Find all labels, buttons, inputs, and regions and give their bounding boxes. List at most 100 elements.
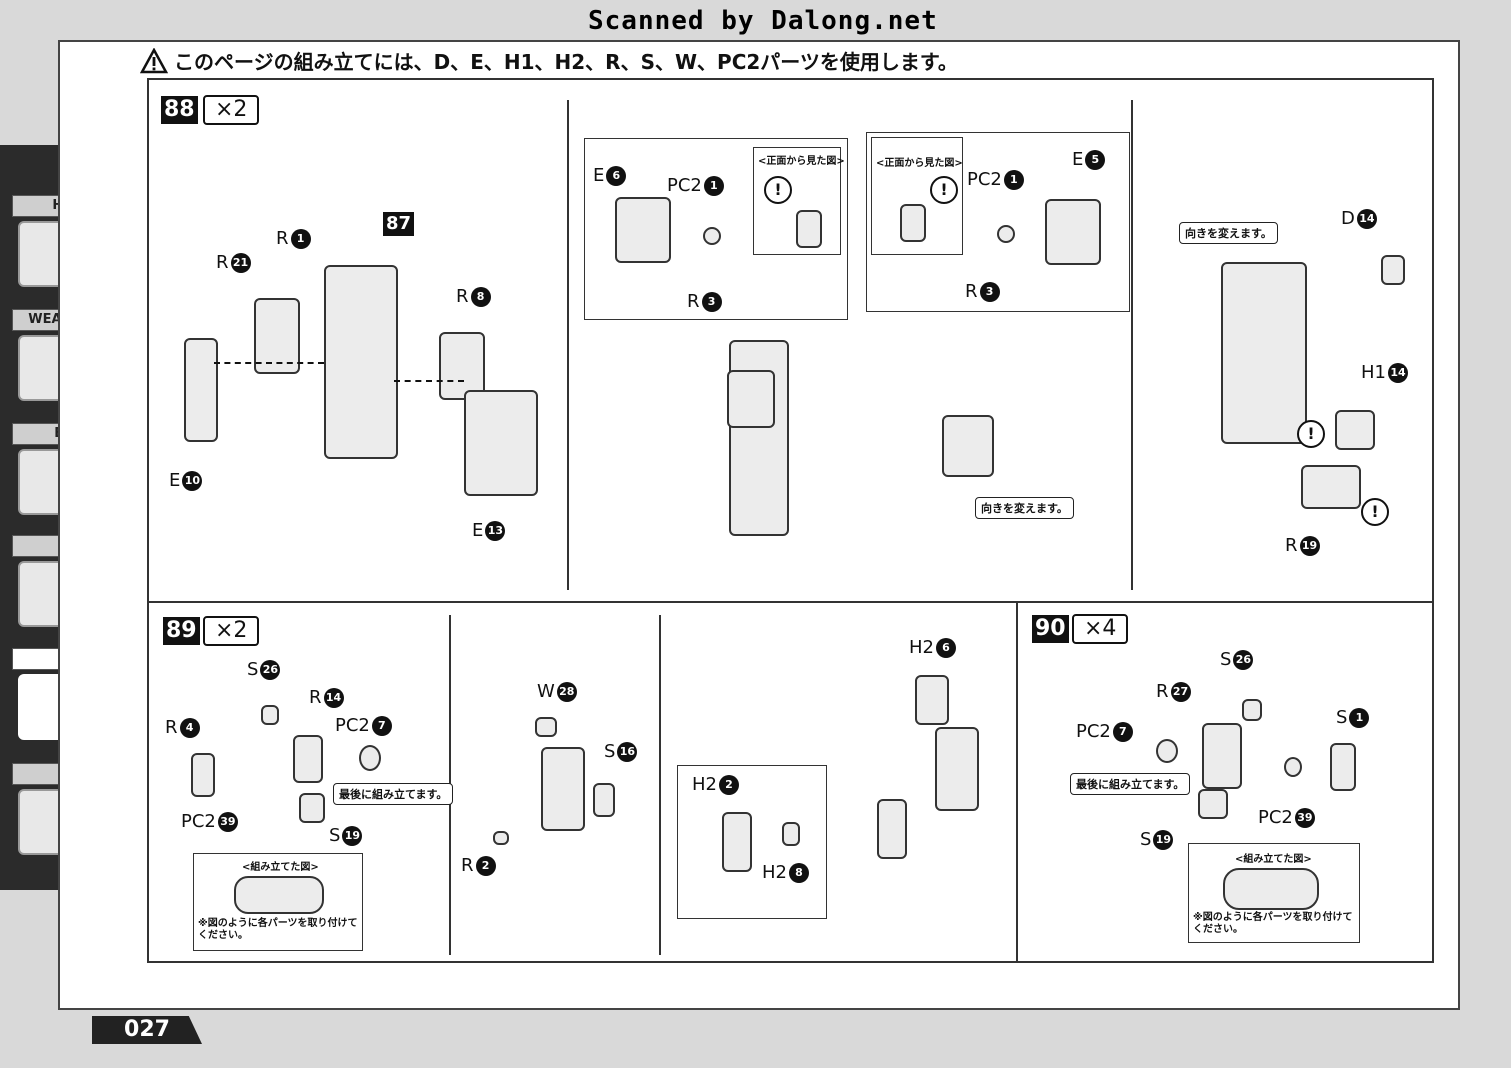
inset-title: <組み立てた図> (1235, 854, 1312, 865)
assembled-view-inset: <組み立てた図> ※図のように各パーツを取り付けてください。 (1188, 843, 1360, 943)
assembly-line (214, 362, 324, 364)
assembled-joint-part (1223, 868, 1319, 910)
peg-part (900, 204, 926, 242)
divider (659, 615, 661, 955)
arm-body-part (324, 265, 398, 459)
part-pc2-7 (359, 745, 381, 771)
front-view-inset: <正面から見た図> ! (871, 137, 963, 255)
arm-side-part (727, 370, 775, 428)
part-s19 (1198, 789, 1228, 819)
note-turn: 向きを変えます。 (1179, 222, 1278, 244)
step-quantity: ×2 (203, 95, 260, 125)
arm-side-part-right (942, 415, 994, 477)
caution-icon: ! (1361, 498, 1389, 526)
part-h2-6 (915, 675, 949, 725)
inset-title: <正面から見た図> (876, 158, 963, 169)
part-s19 (299, 793, 325, 823)
warning-icon (140, 47, 168, 73)
step-number: 90 (1032, 615, 1069, 643)
step-number: 89 (163, 617, 200, 645)
divider (567, 100, 569, 590)
part-d14 (1381, 255, 1405, 285)
part-r4 (191, 753, 215, 797)
front-view-inset: <正面から見た図> ! (753, 147, 845, 255)
part-e5 (1045, 199, 1101, 265)
watermark: Scanned by Dalong.net (588, 6, 938, 36)
part-r21 (254, 298, 300, 374)
part-pc2-7 (1156, 739, 1178, 763)
reference-step-badge: 87 (383, 212, 415, 236)
caption: ※図のように各パーツを取り付けてください。 (198, 918, 358, 941)
part-r2 (493, 831, 509, 845)
part-s26 (261, 705, 279, 725)
caution-icon: ! (1297, 420, 1325, 448)
header-text: このページの組み立てには、D、E、H1、H2、R、S、W、PC2パーツを使用しま… (174, 50, 958, 74)
step-number: 88 (161, 96, 198, 124)
part-e13 (464, 390, 538, 496)
page-number: 027 (92, 1016, 202, 1044)
part-r14 (293, 735, 323, 783)
divider (1131, 100, 1133, 590)
part-pc2-1 (997, 225, 1015, 243)
part-w28 (535, 717, 557, 737)
assembly-line (394, 380, 464, 382)
joint-part (541, 747, 585, 831)
step-quantity: ×4 (1072, 614, 1129, 644)
part-h2-2 (722, 812, 752, 872)
part-s16 (593, 783, 615, 817)
claw-part (877, 799, 907, 859)
note-turn: 向きを変えます。 (975, 497, 1074, 519)
part-s1 (1330, 743, 1356, 791)
inset-title: <正面から見た図> (758, 156, 845, 167)
part-pc2-1 (703, 227, 721, 245)
part-h2-8 (782, 822, 800, 846)
part-e10 (184, 338, 218, 442)
part-h1-14 (1335, 410, 1375, 450)
part-r19 (1301, 465, 1361, 509)
part-r27 (1202, 723, 1242, 789)
part-e6 (615, 197, 671, 263)
assembled-joint-part (234, 876, 324, 914)
part-pc2-39 (1284, 757, 1302, 777)
joint-part (935, 727, 979, 811)
part-r8 (439, 332, 485, 400)
caption: ※図のように各パーツを取り付けてください。 (1193, 912, 1353, 935)
inset-title: <組み立てた図> (242, 862, 319, 873)
part-s26 (1242, 699, 1262, 721)
step-quantity: ×2 (203, 616, 260, 646)
caution-icon: ! (764, 176, 792, 204)
